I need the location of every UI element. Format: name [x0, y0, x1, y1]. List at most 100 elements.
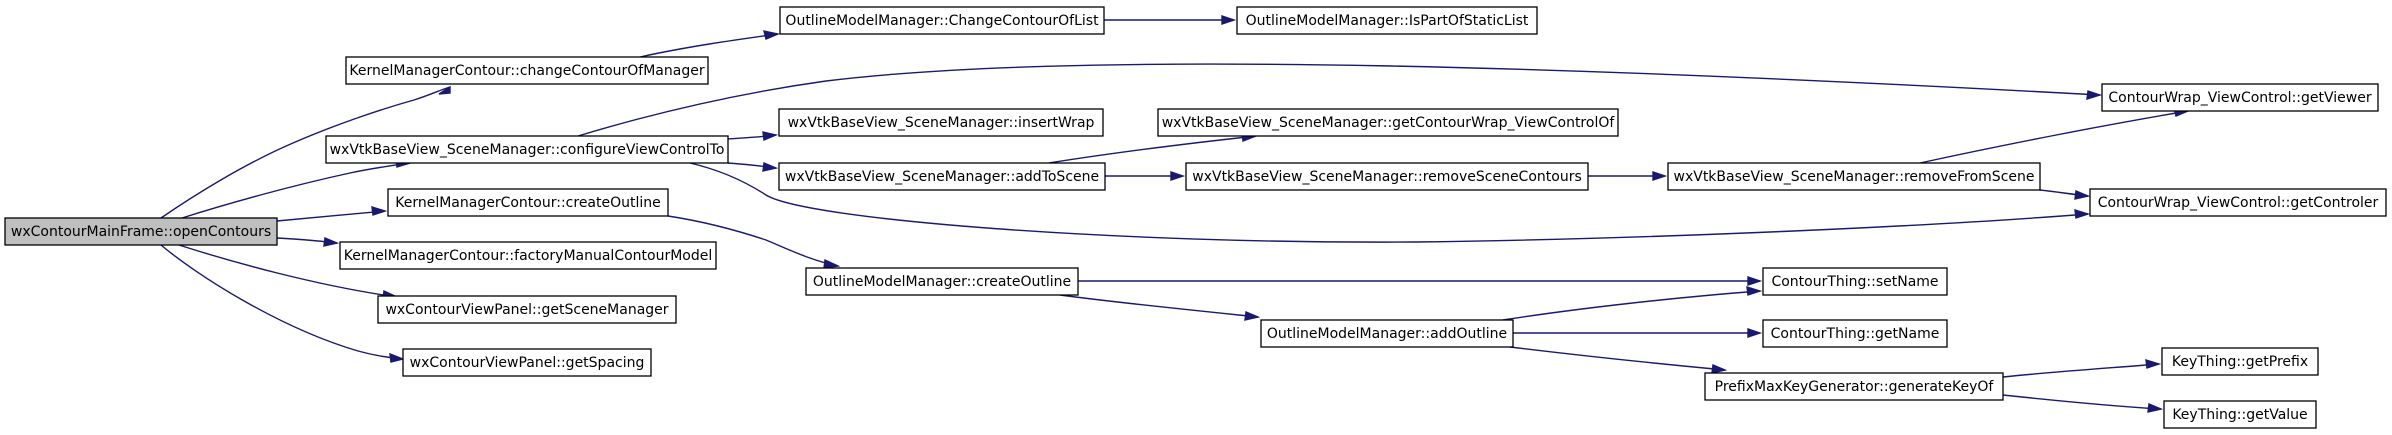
- edge-line: [160, 244, 404, 360]
- edge-arrowhead: [823, 258, 841, 269]
- node-kernelmanagercontour-createoutline[interactable]: KernelManagerContour::createOutline: [387, 188, 669, 217]
- node-wxvtkbaseview-scenemanager-removescenecontours[interactable]: wxVtkBaseView_SceneManager::removeSceneC…: [1185, 162, 1589, 191]
- edge-arrowhead: [1652, 171, 1668, 181]
- edge-line: [2002, 394, 2162, 410]
- node-label: KernelManagerContour::changeContourOfMan…: [349, 63, 704, 79]
- edge-configure-to-insert_wrap: [727, 131, 779, 142]
- node-contourwrap-viewcontrol-getcontroler[interactable]: ContourWrap_ViewControl::getControler: [2089, 188, 2387, 217]
- edge-line: [160, 86, 451, 219]
- node-contourwrap-viewcontrol-getviewer[interactable]: ContourWrap_ViewControl::getViewer: [2101, 83, 2379, 112]
- node-label: wxVtkBaseView_SceneManager::configureVie…: [330, 142, 725, 158]
- node-kernelmanagercontour-factorymanualcontourmodel[interactable]: KernelManagerContour::factoryManualConto…: [339, 241, 717, 270]
- edge-line: [2002, 363, 2160, 378]
- edge-remove_from-to-get_viewer: [1919, 107, 2191, 164]
- edge-arrowhead: [389, 352, 406, 363]
- node-label: wxVtkBaseView_SceneManager::getContourWr…: [1162, 115, 1616, 131]
- edge-add_outline-to-get_name: [1512, 328, 1763, 338]
- node-label: wxContourViewPanel::getSceneManager: [385, 302, 668, 318]
- node-keything-getvalue[interactable]: KeyThing::getValue: [2163, 400, 2317, 429]
- edge-arrowhead: [1747, 276, 1763, 286]
- edge-kmc_create-to-omm_create: [667, 215, 841, 269]
- edge-configure-to-get_controler: [689, 162, 2091, 243]
- edge-arrowhead: [762, 161, 779, 172]
- node-wxvtkbaseview-scenemanager-insertwrap[interactable]: wxVtkBaseView_SceneManager::insertWrap: [778, 108, 1104, 137]
- node-contourthing-getname[interactable]: ContourThing::getName: [1762, 319, 1948, 348]
- node-label: wxVtkBaseView_SceneManager::insertWrap: [788, 115, 1095, 131]
- edge-open-to-kmc_change: [160, 85, 451, 219]
- edge-omm_create-to-add_outline: [1059, 294, 1261, 321]
- edge-remove_contours-to-remove_from: [1587, 171, 1668, 181]
- node-contourthing-setname[interactable]: ContourThing::setName: [1762, 267, 1948, 296]
- node-outlinemodelmanager-ispartofstaticlist[interactable]: OutlineModelManager::IsPartOfStaticList: [1236, 6, 1538, 35]
- node-wxcontourviewpanel-getscenemanager[interactable]: wxContourViewPanel::getSceneManager: [377, 295, 677, 324]
- node-label: wxVtkBaseView_SceneManager::addToScene: [785, 169, 1099, 185]
- edge-line: [181, 162, 411, 219]
- node-label: wxContourMainFrame::openContours: [11, 224, 271, 240]
- edge-line: [1919, 110, 2189, 164]
- edge-arrowhead: [2086, 90, 2103, 100]
- node-label: KeyThing::getPrefix: [2172, 354, 2308, 370]
- node-label: KeyThing::getValue: [2172, 407, 2307, 423]
- edge-configure-to-add_to_scene: [727, 161, 779, 172]
- node-label: PrefixMaxKeyGenerator::generateKeyOf: [1715, 379, 1995, 395]
- edge-add_outline-to-gen_key: [1509, 346, 1728, 374]
- node-wxcontourmainframe-opencontours[interactable]: wxContourMainFrame::openContours: [4, 217, 278, 246]
- edge-add_to_scene-to-remove_contours: [1104, 171, 1186, 181]
- edge-arrowhead: [438, 85, 451, 95]
- edge-omm_create-to-set_name: [1078, 276, 1763, 286]
- edge-line: [1048, 135, 1257, 164]
- nodes-layer: wxContourMainFrame::openContours KernelM…: [4, 6, 2387, 429]
- edge-line: [276, 210, 386, 222]
- edge-omm_change-to-omm_static: [1104, 15, 1237, 25]
- edge-line: [1509, 346, 1726, 371]
- node-label: OutlineModelManager::IsPartOfStaticList: [1246, 13, 1529, 29]
- node-wxcontourviewpanel-getspacing[interactable]: wxContourViewPanel::getSpacing: [402, 348, 652, 377]
- node-outlinemodelmanager-addoutline[interactable]: OutlineModelManager::addOutline: [1260, 319, 1514, 348]
- edge-arrowhead: [1244, 310, 1261, 321]
- node-label: OutlineModelManager::createOutline: [813, 274, 1071, 290]
- edge-arrowhead: [1170, 171, 1186, 181]
- node-kernelmanagercontour-changecontourofmanager[interactable]: KernelManagerContour::changeContourOfMan…: [345, 56, 709, 85]
- edge-gen_key-to-get_prefix: [2002, 359, 2162, 378]
- node-label: ContourThing::getName: [1771, 326, 1940, 342]
- edge-arrowhead: [1221, 15, 1237, 25]
- edge-add_outline-to-set_name: [1502, 286, 1763, 321]
- edge-arrowhead: [2145, 359, 2162, 369]
- node-label: KernelManagerContour::createOutline: [395, 195, 661, 211]
- edge-gen_key-to-get_value: [2002, 394, 2164, 413]
- node-label: wxVtkBaseView_SceneManager::removeSceneC…: [1192, 169, 1582, 185]
- node-label: OutlineModelManager::ChangeContourOfList: [785, 13, 1099, 29]
- node-wxvtkbaseview-scenemanager-addtoscene[interactable]: wxVtkBaseView_SceneManager::addToScene: [778, 162, 1106, 191]
- edge-open-to-factory: [276, 236, 340, 247]
- node-outlinemodelmanager-createoutline[interactable]: OutlineModelManager::createOutline: [805, 267, 1079, 296]
- node-label: ContourThing::setName: [1771, 274, 1938, 290]
- edge-arrowhead: [1747, 328, 1763, 338]
- node-wxvtkbaseview-scenemanager-configureviewcontrolto[interactable]: wxVtkBaseView_SceneManager::configureVie…: [325, 135, 729, 164]
- edge-line: [667, 215, 839, 267]
- edge-arrowhead: [762, 131, 779, 142]
- edge-line: [639, 33, 779, 58]
- node-label: ContourWrap_ViewControl::getControler: [2098, 195, 2379, 211]
- edge-add_to_scene-to-get_wrap: [1048, 132, 1259, 164]
- node-prefixmaxkeygenerator-generatekeyof[interactable]: PrefixMaxKeyGenerator::generateKeyOf: [1704, 372, 2004, 401]
- edge-open-to-kmc_create: [276, 206, 388, 222]
- node-wxvtkbaseview-scenemanager-getcontourwrap-viewcontrolof[interactable]: wxVtkBaseView_SceneManager::getContourWr…: [1157, 108, 1619, 137]
- edge-line: [178, 244, 398, 298]
- edge-arrowhead: [323, 236, 340, 247]
- edge-configure-to-get_viewer: [577, 63, 2103, 137]
- edge-arrowhead: [2074, 189, 2091, 200]
- edge-kmc_change-to-omm_change: [639, 30, 781, 58]
- edge-line: [577, 63, 2101, 137]
- edge-arrowhead: [371, 206, 388, 216]
- edge-arrowhead: [1711, 363, 1728, 374]
- node-keything-getprefix[interactable]: KeyThing::getPrefix: [2161, 347, 2319, 376]
- edge-arrowhead: [2147, 402, 2164, 413]
- edge-line: [689, 162, 2089, 243]
- edge-arrowhead: [2074, 209, 2091, 219]
- edge-remove_from-to-get_controler: [2039, 189, 2091, 200]
- edge-line: [1502, 290, 1761, 321]
- edge-arrowhead: [1746, 286, 1763, 296]
- node-outlinemodelmanager-changecontouroflist[interactable]: OutlineModelManager::ChangeContourOfList: [779, 6, 1105, 35]
- node-wxvtkbaseview-scenemanager-removefromscene[interactable]: wxVtkBaseView_SceneManager::removeFromSc…: [1667, 162, 2041, 191]
- edge-open-to-get_spacing: [160, 244, 406, 363]
